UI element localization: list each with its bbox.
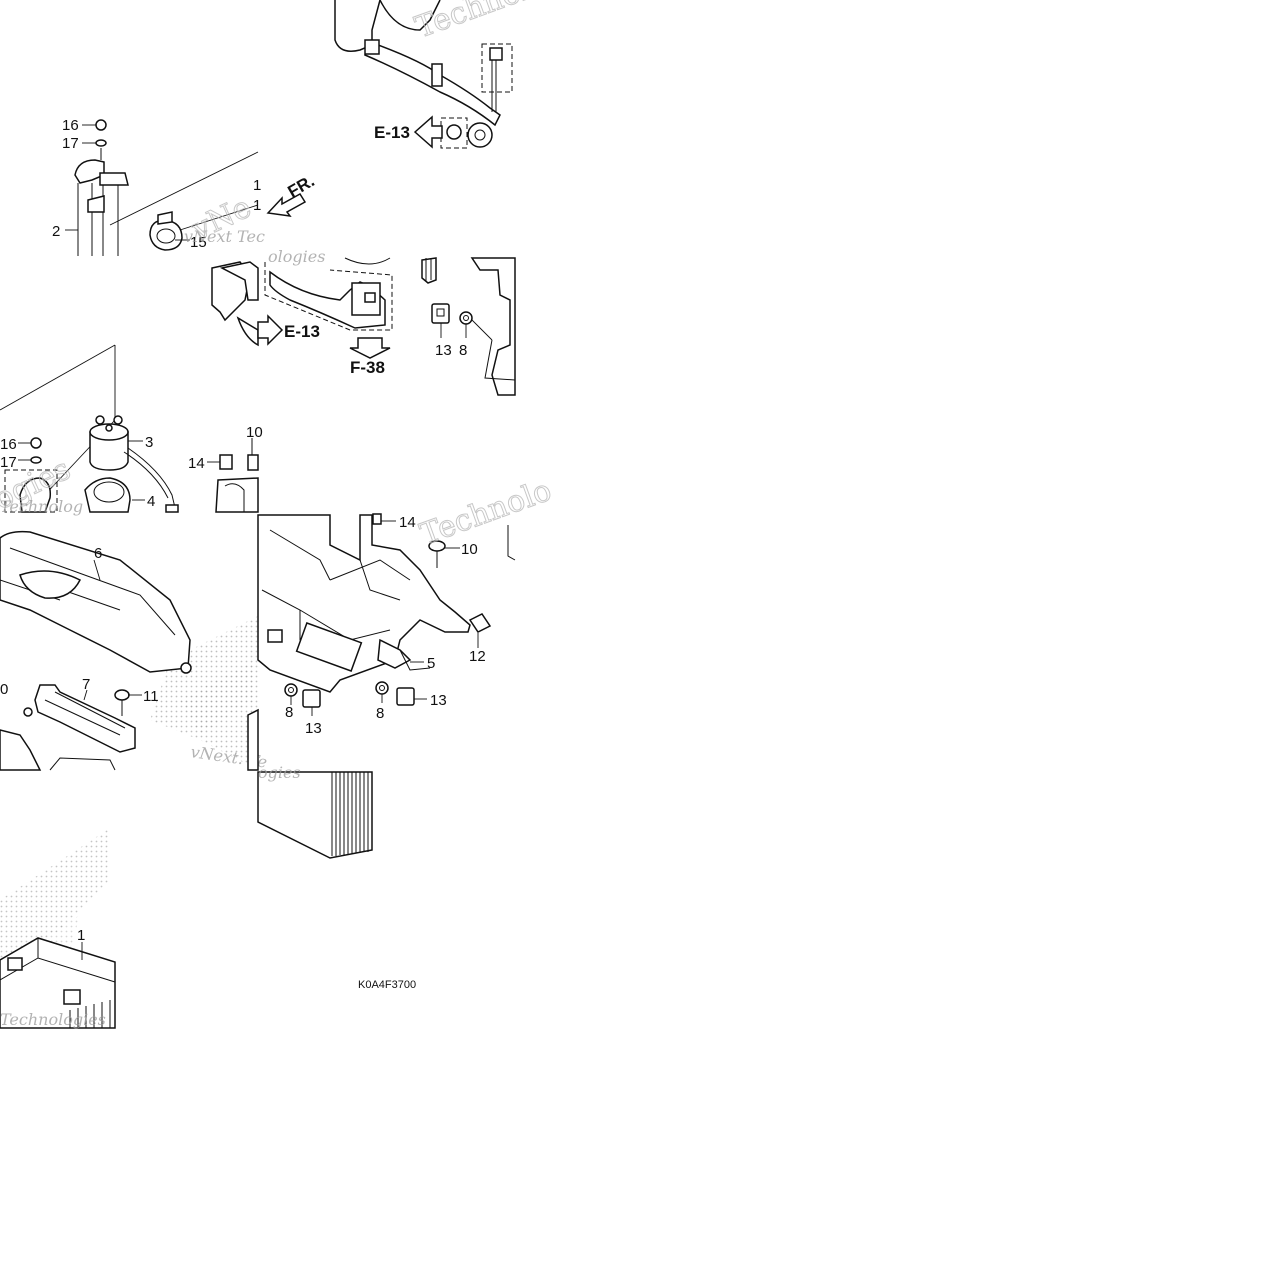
ref-e13-mid: E-13 xyxy=(284,322,320,341)
label-16-mid: 16 xyxy=(0,436,17,453)
label-8-top: 8 xyxy=(459,342,467,359)
label-8-box-b: 8 xyxy=(376,705,384,722)
panel-battery-box: 5 14 10 12 8 13 8 13 Technolo xyxy=(257,472,557,737)
label-2: 2 xyxy=(52,223,60,240)
label-14-mid: 14 xyxy=(188,455,205,472)
panel-relay-harness: E-13 F-38 ologies xyxy=(211,247,393,377)
label-10-left: 0 xyxy=(0,681,8,698)
panel-bracket-top-right: 13 8 xyxy=(421,257,516,396)
label-10-box: 10 xyxy=(461,541,478,558)
panel-battery-side: ogies xyxy=(247,708,373,859)
panel-starter-relay: 3 4 16 17 ogies Technolog 14 10 xyxy=(0,344,263,518)
label-15: 15 xyxy=(190,234,207,251)
label-17-mid: 17 xyxy=(0,454,17,471)
watermark-text-1: Technolo xyxy=(411,0,551,46)
panel-cable-left: 16 17 2 15 1 1 vNext Tec vNe xyxy=(52,117,265,256)
ref-e13-top: E-13 xyxy=(374,123,410,142)
direction-label: FR. xyxy=(285,171,318,201)
label-13-box-b: 13 xyxy=(430,692,447,709)
label-11: 11 xyxy=(143,688,159,705)
label-13-box-a: 13 xyxy=(305,720,322,737)
ref-f38: F-38 xyxy=(350,358,385,377)
wing-watermark-top xyxy=(150,615,260,770)
label-16-top: 16 xyxy=(62,117,79,134)
label-8-box-a: 8 xyxy=(285,704,293,721)
label-7: 7 xyxy=(82,676,90,693)
label-13-top: 13 xyxy=(435,342,452,359)
label-6: 6 xyxy=(94,545,102,562)
watermark-text-9: ogies xyxy=(258,763,301,782)
label-3: 3 xyxy=(145,434,153,451)
label-12: 12 xyxy=(469,648,486,665)
label-5: 5 xyxy=(427,655,435,672)
panel-battery: 1 Technologies xyxy=(0,927,116,1029)
label-1-cut: 1 xyxy=(253,177,261,194)
watermark-text-10: Technologies xyxy=(0,1010,106,1029)
label-17-top: 17 xyxy=(62,135,79,152)
label-1: 1 xyxy=(77,927,85,944)
watermark-text-8: Technolo xyxy=(416,473,556,553)
watermark-text-6: Technolog xyxy=(0,497,83,516)
label-10-mid: 10 xyxy=(246,424,263,441)
label-4: 4 xyxy=(147,493,155,510)
label-1-cut-b: 1 xyxy=(253,197,261,214)
watermark-text-4: ologies xyxy=(268,247,325,266)
panel-harness-top: E-13 FR. Technolo xyxy=(266,0,552,217)
watermark-text-2: vNext Tec xyxy=(184,227,265,246)
label-14-box: 14 xyxy=(399,514,416,531)
diagram-code: K0A4F3700 xyxy=(358,979,416,991)
